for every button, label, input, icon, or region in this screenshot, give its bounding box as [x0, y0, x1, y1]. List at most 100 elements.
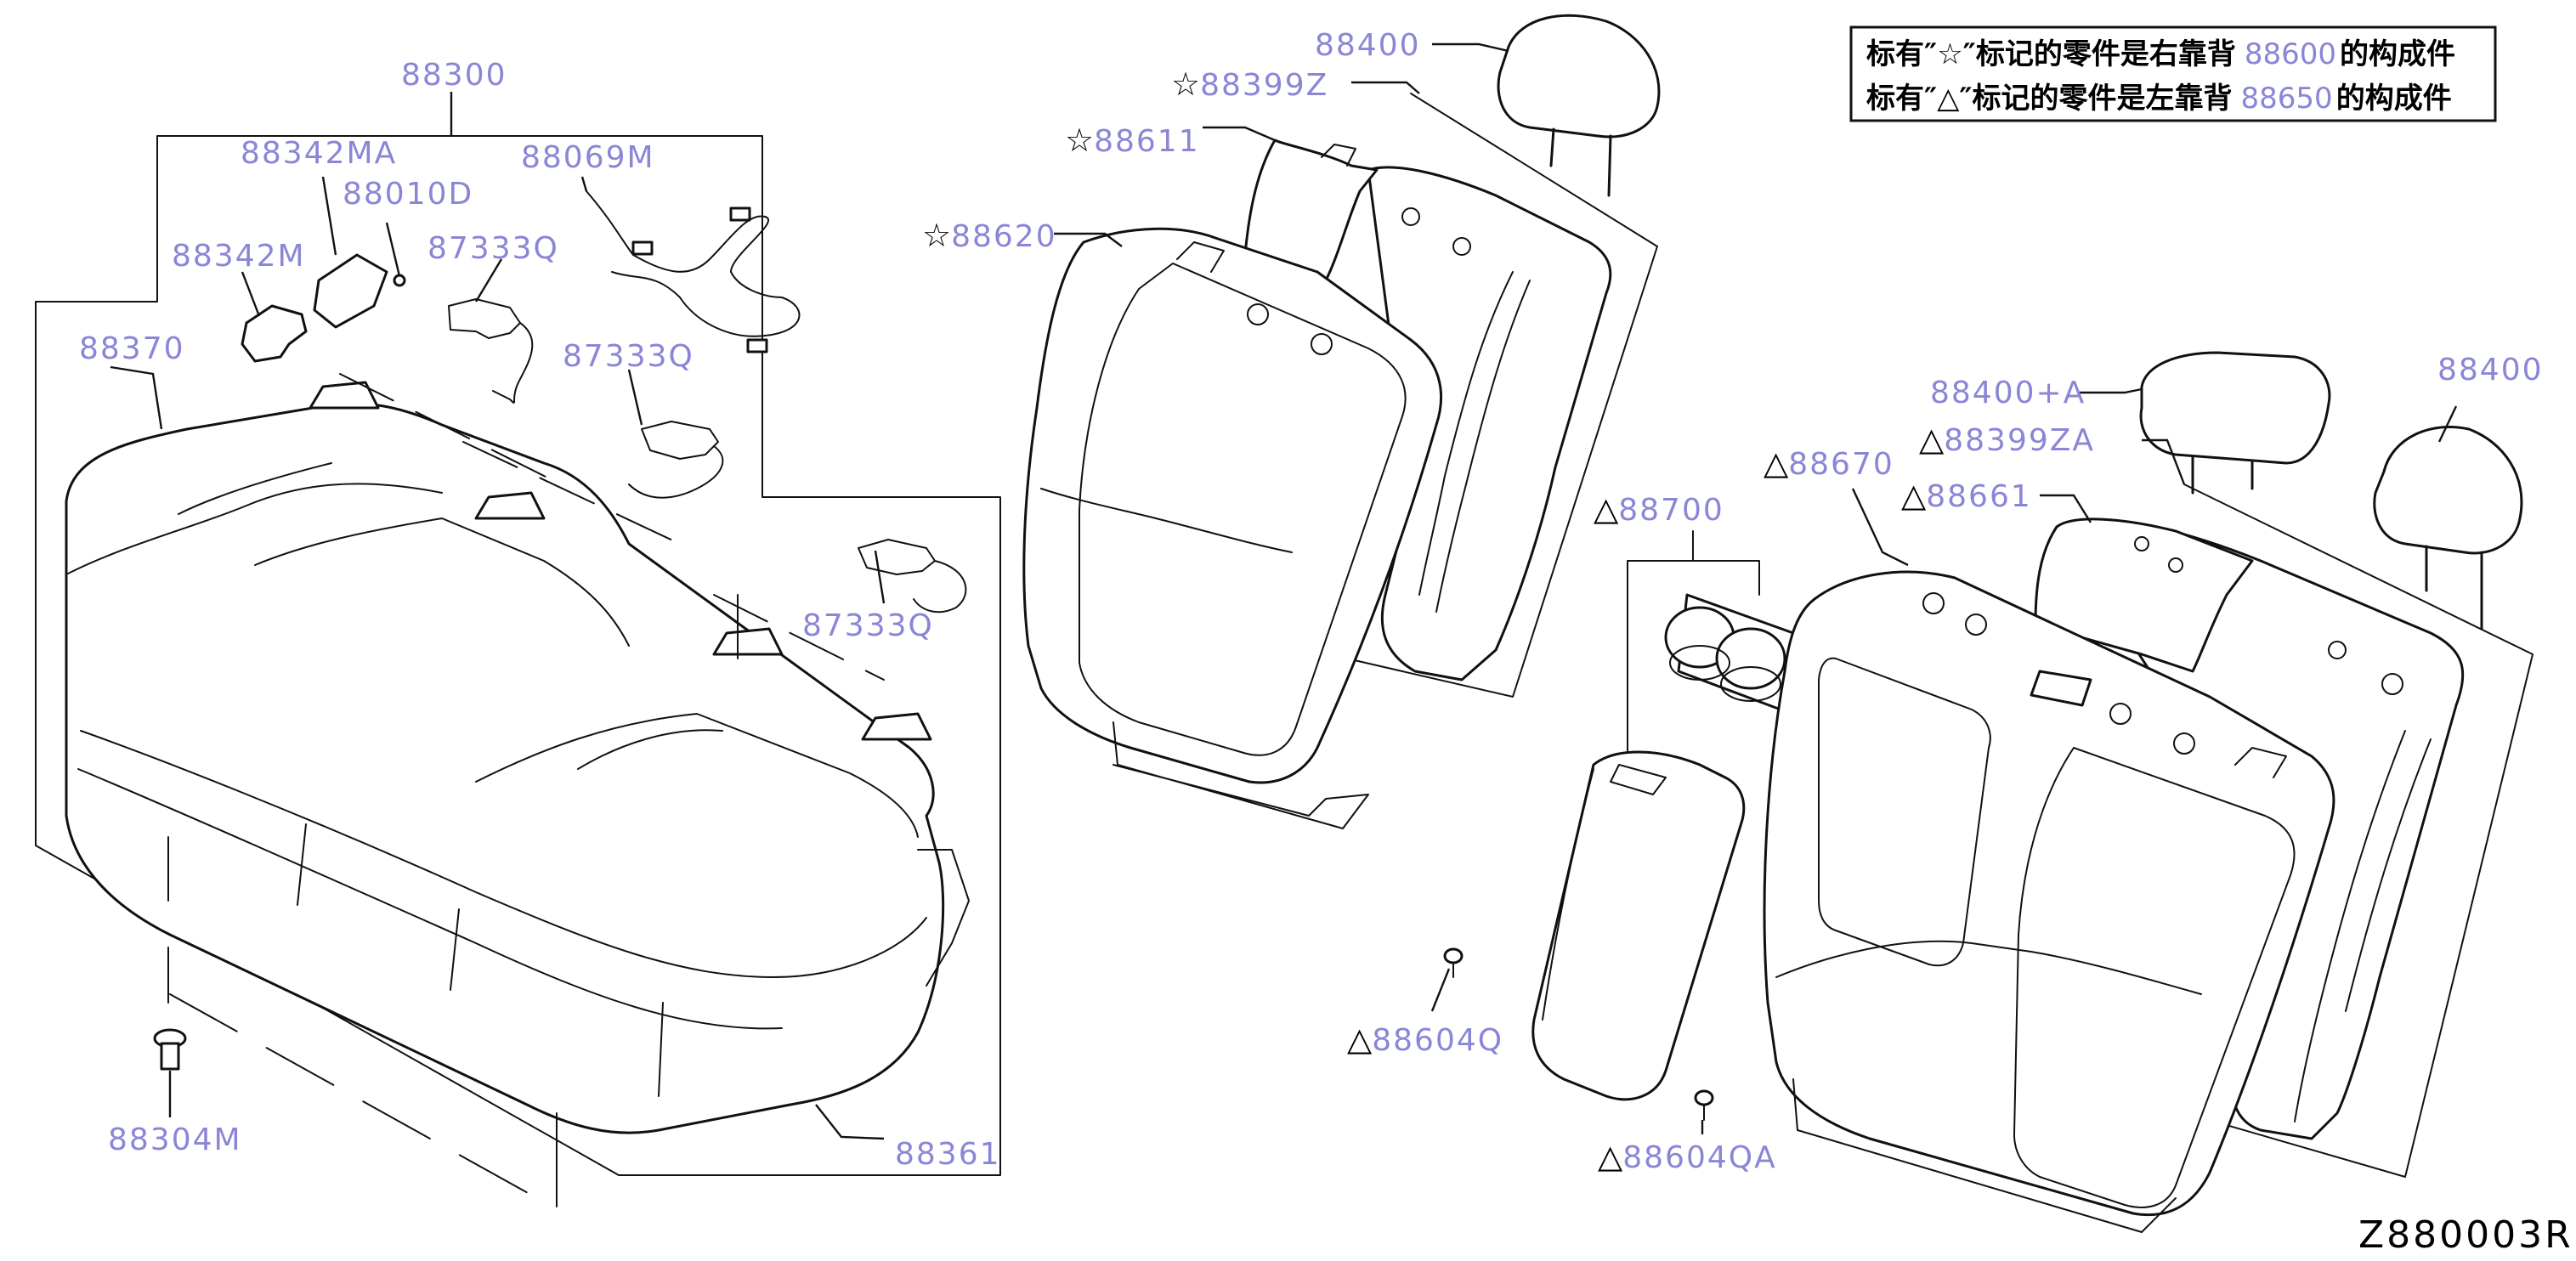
- label-88400A: 88400+A: [1930, 376, 2086, 410]
- drawing-code: Z880003R: [2358, 1213, 2573, 1257]
- triangle-symbol-88604Q: △: [1347, 1021, 1373, 1058]
- harness-88069M: [586, 190, 801, 337]
- svg-text:△88670: △88670: [1764, 444, 1894, 482]
- pad-88661-hole-1: [2134, 536, 2149, 551]
- star-symbol-88399Z: ☆: [1171, 65, 1200, 103]
- cushion-seam-1: [67, 483, 443, 574]
- left-frame-hole-1: [2328, 641, 2347, 659]
- frame-hole-1: [1401, 207, 1420, 226]
- label-88361: 88361: [895, 1137, 1001, 1172]
- cushion-seam-4: [475, 713, 919, 838]
- cushion-group-frame: [35, 135, 1001, 1176]
- legend-line1-prefix: 标有″☆″标记的零件是右靠背: [1866, 37, 2236, 71]
- cushion-88670-hole-4: [2173, 732, 2195, 755]
- seat-cushion-frame: [917, 849, 970, 987]
- cushion-88670-inner: [2013, 747, 2296, 1208]
- svg-text:△88604QA: △88604QA: [1598, 1138, 1777, 1175]
- triangle-symbol-88399ZA: △: [1919, 421, 1945, 458]
- reference-line-1: [339, 373, 562, 485]
- label-88010D: 88010D: [343, 177, 473, 212]
- trim-88342M: [241, 304, 308, 363]
- armrest: [1531, 750, 1746, 1101]
- harness-connector-1: [631, 240, 654, 256]
- cushion-88670-bottom: [1792, 1078, 2177, 1233]
- svg-text:☆88620: ☆88620: [922, 217, 1057, 254]
- headrest-88400-top-stay-1: [1549, 127, 1555, 167]
- svg-text:☆88399Z: ☆88399Z: [1171, 65, 1328, 103]
- headrest-88400A: [2139, 351, 2331, 465]
- cushion-seam-3: [254, 517, 630, 647]
- armrest-side: [1542, 768, 1594, 1021]
- reference-line-3: [713, 594, 885, 681]
- label-87333Q-c: 87333Q: [802, 608, 934, 643]
- cushion-88670-hole-2: [1965, 614, 1987, 636]
- cushion-front-divider-1: [297, 823, 307, 906]
- headrest-88400-right: [2373, 425, 2523, 555]
- left-seatback-group: [1763, 351, 2534, 1233]
- triangle-symbol-88604QA: △: [1598, 1138, 1623, 1175]
- screw-88010D: [393, 274, 406, 287]
- legend-line2-suffix: 的构成件: [2336, 82, 2452, 116]
- cushion-seam-5: [577, 729, 723, 770]
- legend-line2-prefix: 标有″△″标记的零件是左靠背: [1866, 82, 2233, 116]
- svg-text:△88604Q: △88604Q: [1347, 1021, 1503, 1058]
- headrest-88400-top: [1497, 14, 1661, 139]
- cushion-88670-latch: [2030, 670, 2092, 707]
- label-88304M: 88304M: [108, 1122, 242, 1157]
- legend-line2-number: 88650: [2241, 82, 2333, 116]
- bushing-88604QA: [1694, 1089, 1714, 1121]
- frame-hole-2: [1452, 237, 1471, 256]
- armrest-group: [1443, 530, 1795, 1121]
- star-symbol-88620: ☆: [922, 217, 951, 254]
- label-87333Q-a: 87333Q: [427, 231, 559, 266]
- harness-connector-3: [746, 338, 768, 353]
- svg-text:△88661: △88661: [1901, 477, 2032, 514]
- label-87333Q-b: 87333Q: [563, 339, 694, 374]
- harness-connector-2: [729, 206, 751, 222]
- cushion-front-seam: [80, 730, 927, 978]
- cushion-rear-tab-1: [309, 381, 380, 410]
- label-88300: 88300: [401, 58, 507, 93]
- label-88370: 88370: [79, 331, 185, 366]
- svg-text:☆88611: ☆88611: [1065, 122, 1200, 159]
- harness-87333Q-c: [858, 539, 967, 614]
- cushion-88670-cutout: [1818, 657, 1991, 967]
- left-frame-hole-2: [2381, 673, 2403, 695]
- harness-87333Q-a: [448, 298, 534, 404]
- reference-line-2: [462, 441, 681, 545]
- cushion-88670-seam: [1775, 940, 2202, 995]
- seatback-cushion-88620: [1022, 227, 1443, 784]
- label-88342MA: 88342MA: [241, 136, 397, 171]
- legend-line1-suffix: 的构成件: [2340, 37, 2455, 71]
- label-88400-top: 88400: [1315, 28, 1421, 63]
- label-88661: 88661: [1926, 479, 2032, 514]
- pad-88661-hole-2: [2168, 557, 2183, 573]
- label-88700: 88700: [1618, 493, 1724, 528]
- label-88400-right: 88400: [2437, 353, 2544, 387]
- cushion-front-divider-2: [450, 908, 460, 991]
- armrest-top: [1610, 764, 1667, 795]
- label-88399ZA: 88399ZA: [1944, 423, 2095, 458]
- left-frame-side-member-2: [2345, 738, 2432, 1012]
- label-88069M: 88069M: [521, 140, 655, 175]
- frame-side-member: [1418, 271, 1514, 596]
- cushion-seam-2: [178, 462, 332, 515]
- pad-88611: [1243, 139, 1379, 282]
- label-88670: 88670: [1788, 447, 1894, 482]
- seatback-top-notch: [1176, 241, 1225, 273]
- star-symbol-88611: ☆: [1065, 122, 1094, 159]
- leader-lines: [110, 42, 2458, 1140]
- svg-text:△88399ZA: △88399ZA: [1919, 421, 2095, 458]
- harness-87333Q-b: [628, 421, 724, 499]
- seatback-hole-2: [1311, 333, 1333, 355]
- part-labels: 88300 88342MA 88069M 88010D 88342M 87333…: [79, 28, 2544, 1175]
- seatback-cushion-88670: [1763, 570, 2335, 1217]
- legend-line1-number: 88600: [2245, 37, 2336, 71]
- label-88604QA: 88604QA: [1622, 1140, 1776, 1175]
- triangle-symbol-88670: △: [1764, 444, 1789, 482]
- left-frame-side-member: [2294, 730, 2406, 1122]
- cushion-88670-top-notch: [2234, 747, 2287, 778]
